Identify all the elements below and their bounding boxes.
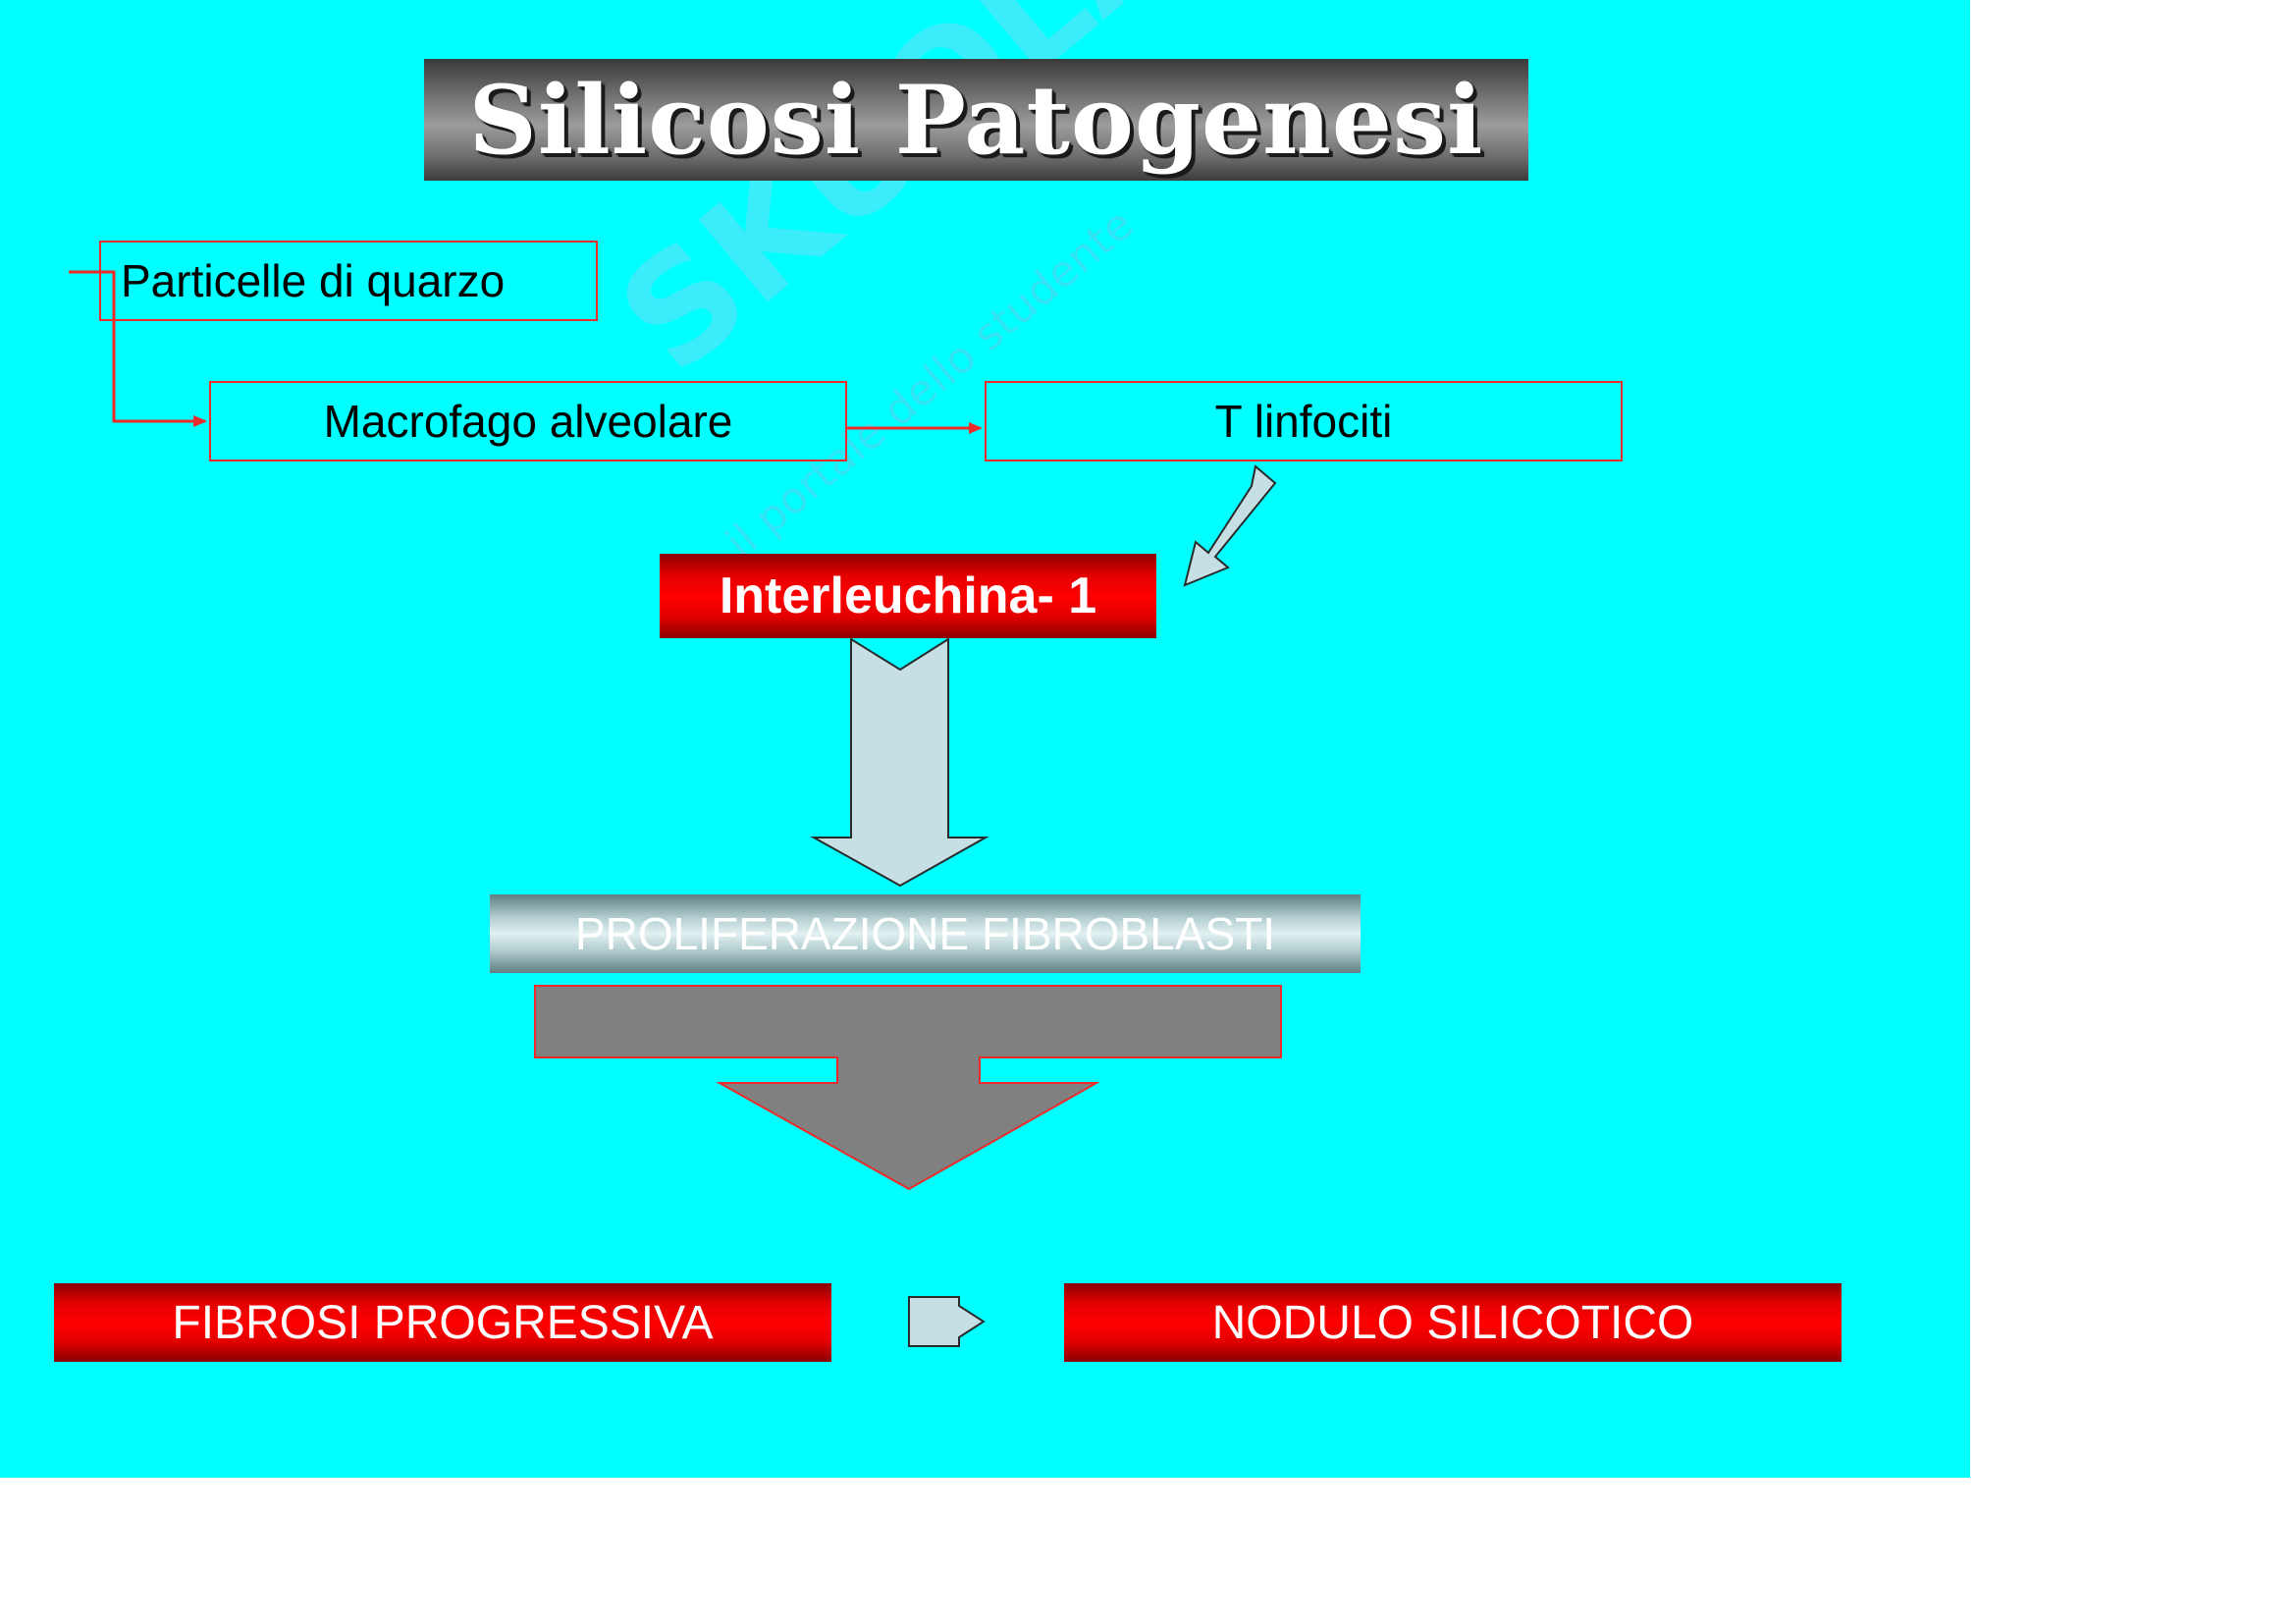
node-label: Particelle di quarzo	[121, 255, 506, 306]
node-label: PROLIFERAZIONE FIBROBLASTI	[574, 908, 1276, 959]
node-proliferazione-fibroblasti: PROLIFERAZIONE FIBROBLASTI	[490, 894, 1361, 973]
node-nodulo-silicotico: NODULO SILICOTICO	[1064, 1283, 1842, 1362]
node-label: Interleuchina- 1	[719, 568, 1097, 624]
node-label: FIBROSI PROGRESSIVA	[172, 1296, 714, 1349]
slide-canvas: SKUOLA.NET il portale dello studente Sil…	[0, 0, 1970, 1478]
title-banner: Silicosi Patogenesi	[424, 59, 1528, 181]
node-label: T linfociti	[1214, 396, 1393, 447]
node-particelle-quarzo: Particelle di quarzo	[99, 241, 598, 321]
node-fibrosi-progressiva: FIBROSI PROGRESSIVA	[54, 1283, 831, 1362]
node-label: NODULO SILICOTICO	[1211, 1296, 1694, 1349]
page-title: Silicosi Patogenesi	[468, 64, 1484, 176]
node-interleuchina: Interleuchina- 1	[660, 554, 1156, 638]
node-t-linfociti: T linfociti	[985, 381, 1623, 461]
node-macrofago-alveolare: Macrofago alveolare	[209, 381, 847, 461]
node-label: Macrofago alveolare	[323, 396, 733, 447]
